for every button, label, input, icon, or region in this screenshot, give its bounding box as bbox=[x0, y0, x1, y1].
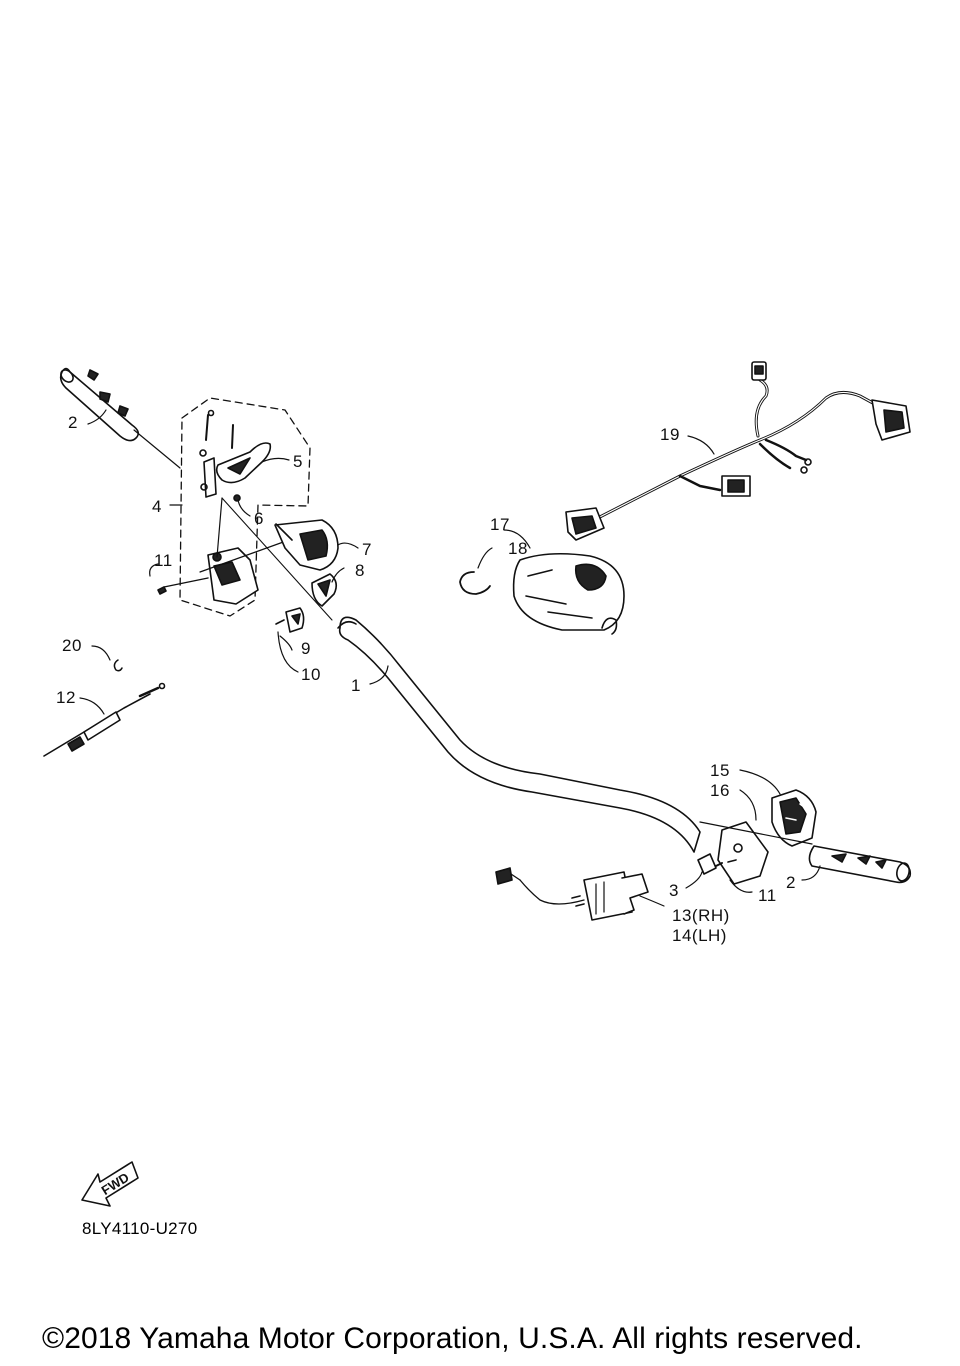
callout-1: 1 bbox=[351, 676, 361, 695]
callout-3: 3 bbox=[669, 881, 679, 900]
callout-7: 7 bbox=[362, 540, 372, 559]
callout-2-right: 2 bbox=[786, 873, 796, 892]
lever-assembly-5 bbox=[200, 411, 270, 502]
callout-9: 9 bbox=[301, 639, 311, 658]
wire-harness-19 bbox=[566, 362, 910, 540]
callout-11-left: 11 bbox=[154, 551, 173, 570]
callout-11-right: 11 bbox=[758, 886, 777, 905]
callout-10: 10 bbox=[301, 665, 321, 684]
callout-13: 13(RH) bbox=[672, 906, 730, 925]
callout-15: 15 bbox=[710, 761, 730, 780]
callout-12: 12 bbox=[56, 688, 76, 707]
throttle-cable-12 bbox=[44, 684, 165, 757]
callout-18: 18 bbox=[508, 539, 528, 558]
switch-assembly-15 bbox=[772, 790, 816, 846]
ring-clip-18 bbox=[460, 572, 490, 594]
bracket-plate-16 bbox=[716, 822, 768, 884]
left-grip bbox=[59, 368, 180, 468]
clip-20 bbox=[114, 660, 122, 671]
switch-8 bbox=[312, 574, 336, 606]
callout-4: 4 bbox=[152, 497, 162, 516]
grip-heater-13-14 bbox=[496, 868, 648, 920]
housing-cover-7 bbox=[275, 520, 338, 570]
callout-8: 8 bbox=[355, 561, 365, 580]
clamp-body bbox=[158, 498, 300, 604]
copyright-notice: ©2018 Yamaha Motor Corporation, U.S.A. A… bbox=[42, 1322, 863, 1355]
callout-14: 14(LH) bbox=[672, 926, 727, 945]
bracket-9 bbox=[222, 498, 332, 632]
assembly-outline-4 bbox=[180, 398, 310, 616]
collar-3 bbox=[698, 854, 716, 874]
callout-16: 16 bbox=[710, 781, 730, 800]
callout-2-left: 2 bbox=[68, 413, 78, 432]
leader-lines bbox=[80, 410, 820, 906]
callout-17: 17 bbox=[490, 515, 510, 534]
fwd-arrow-icon: FWD bbox=[82, 1162, 138, 1206]
diagram-code: 8LY4110-U270 bbox=[82, 1219, 198, 1238]
handlebar-tube-1 bbox=[338, 617, 700, 852]
callout-6: 6 bbox=[254, 509, 264, 528]
callout-19: 19 bbox=[660, 425, 680, 444]
controller-17 bbox=[514, 554, 624, 634]
right-grip bbox=[700, 822, 911, 882]
callout-5: 5 bbox=[293, 452, 303, 471]
callout-20: 20 bbox=[62, 636, 82, 655]
